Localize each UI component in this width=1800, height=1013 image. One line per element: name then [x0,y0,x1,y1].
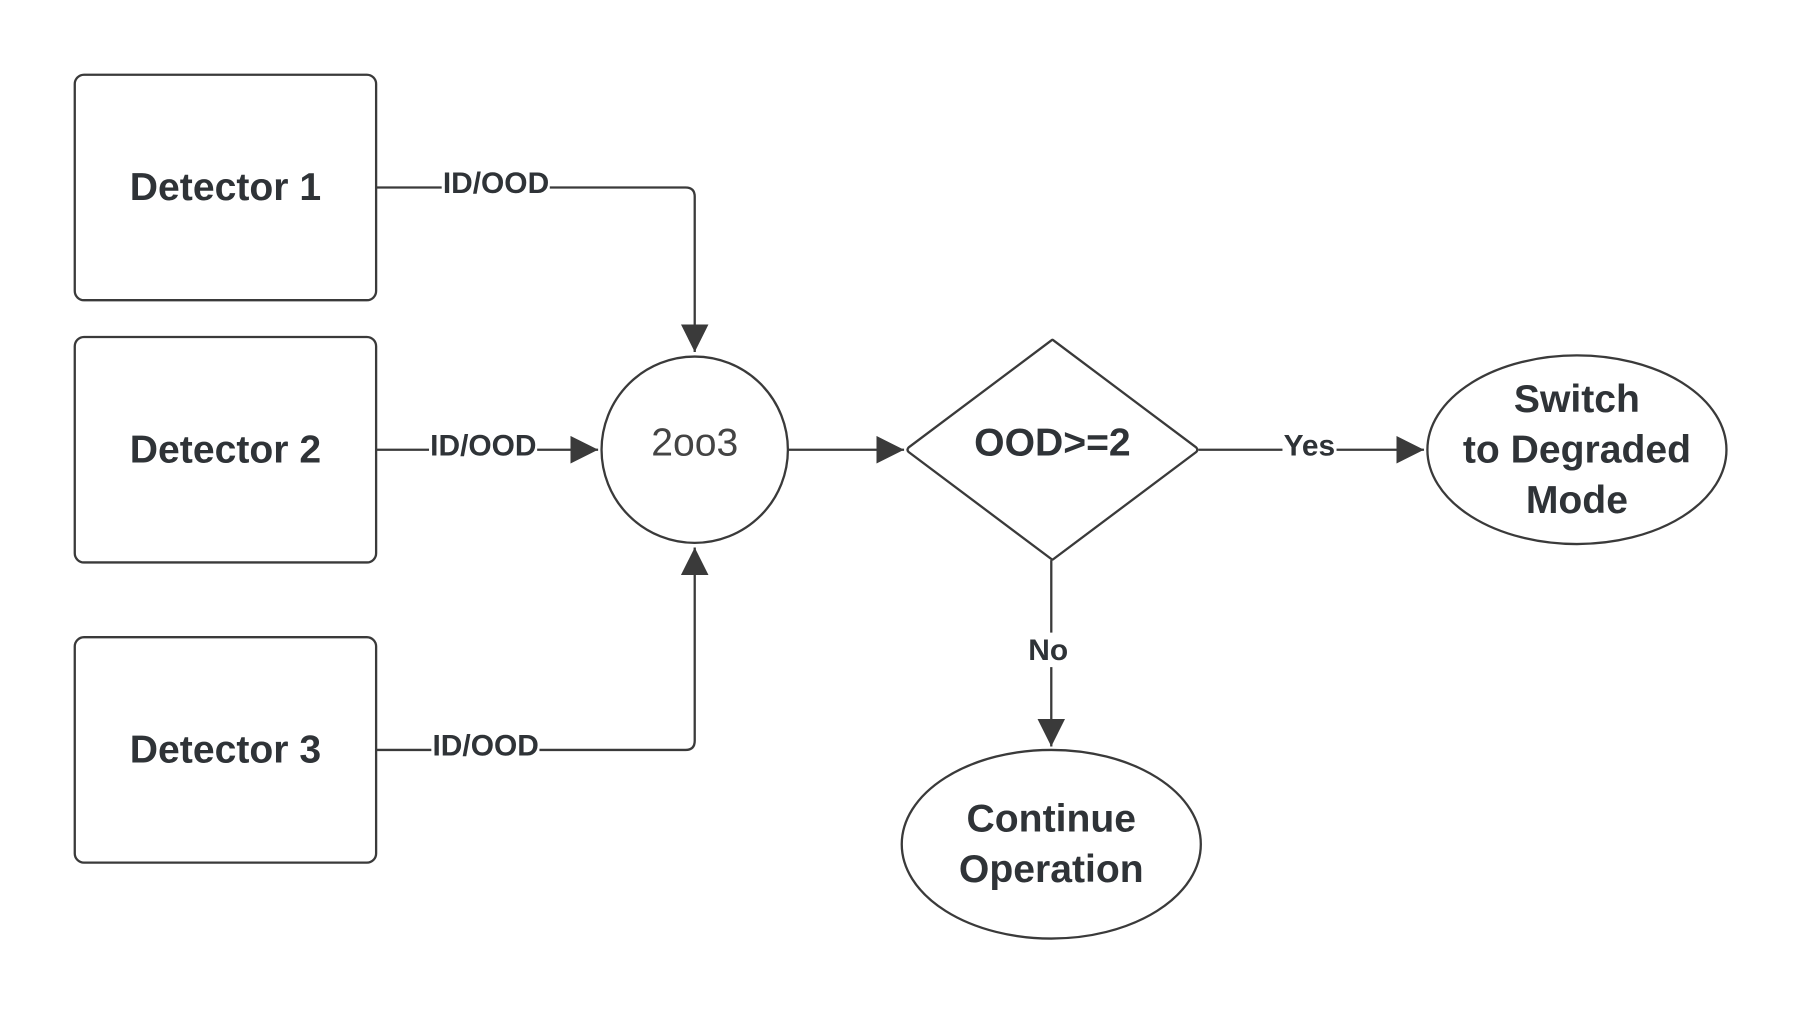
degraded-mode-label: Switch to Degraded Mode [1462,377,1691,523]
detector-2-label: Detector 2 [129,427,322,472]
degraded-mode-ellipse [1426,354,1728,546]
detector-1-label: Detector 1 [129,165,322,209]
detector-3-output-label: ID/OOD [431,728,540,763]
continue-operation-label: Continue Operation [958,797,1144,892]
detector-1-output-label: ID/OOD [441,165,551,201]
continue-operation-ellipse [900,748,1202,940]
decision-label: OOD>=2 [974,420,1131,465]
no-label: No [1027,632,1070,668]
detector-2-output-label: ID/OOD [429,427,538,463]
detector-3-connector [376,547,709,752]
decision-diamond [906,338,1199,561]
detector-3-label: Detector 3 [129,727,322,772]
yes-label: Yes [1282,427,1337,463]
detector-1-connector [376,186,709,352]
voter-label: 2oo3 [651,420,739,465]
